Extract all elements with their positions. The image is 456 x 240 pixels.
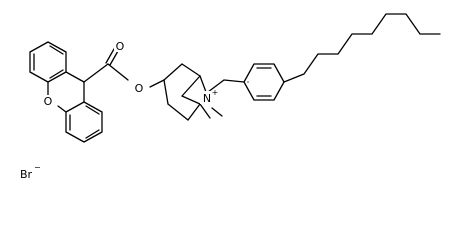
xanthene-lower-benzene-ring [65,101,103,143]
ring-oxygen-mask [42,95,54,107]
ester-oxygen-mask [133,82,145,94]
nitrogen-label: N [203,92,211,105]
ester-oxygen-label: O [135,82,144,95]
molecule-canvas: O O O N + Br − [20,13,441,181]
ring-oxygen-label: O [44,95,53,108]
tropane-bicycle [163,63,223,121]
ester-group [83,48,165,88]
nitrogen-mask [200,91,214,104]
xanthene-central-ring [47,71,85,113]
structure-drawing: O O O N + Br − [20,13,441,181]
xanthene-upper-benzene-ring [29,41,67,83]
carbonyl-oxygen-mask [114,40,126,52]
benzyl-group [207,63,285,101]
octyl-chain [283,13,441,83]
nitrogen-charge-label: + [212,88,219,97]
carbonyl-oxygen-label: O [116,40,125,53]
bromide-label: Br [20,168,33,181]
bromide-charge-label: − [34,163,41,172]
